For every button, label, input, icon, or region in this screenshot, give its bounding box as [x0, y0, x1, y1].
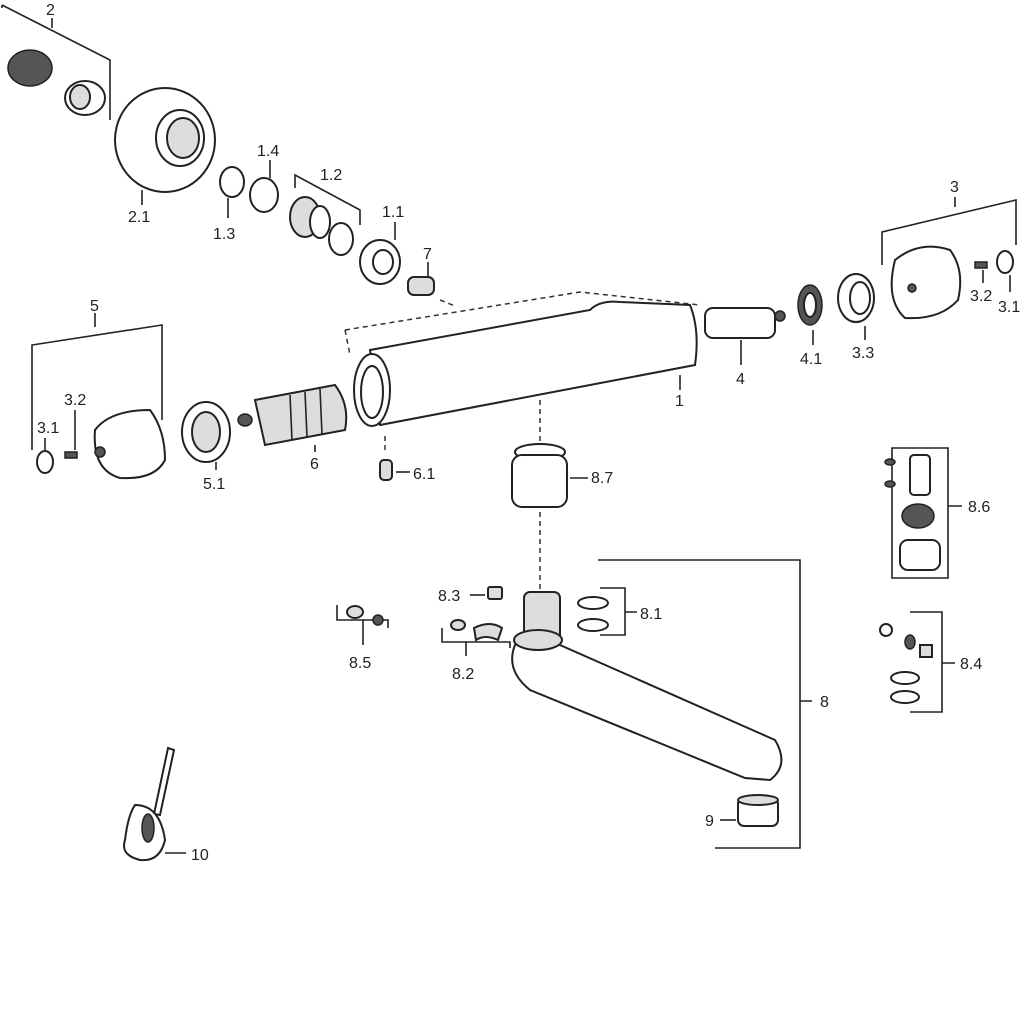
label-1-4: 1.4 [257, 143, 279, 160]
label-1-3: 1.3 [213, 226, 235, 243]
part-5-1-nut [181, 401, 231, 470]
label-10: 10 [191, 847, 209, 864]
label-7: 7 [423, 246, 432, 263]
part-3-1-right-cap [996, 250, 1014, 292]
label-3-2-right: 3.2 [970, 288, 992, 305]
label-3: 3 [950, 179, 959, 196]
label-3-1-left: 3.1 [37, 420, 59, 437]
part-8-3-clip [470, 586, 503, 600]
part-2-handle-insert [7, 49, 106, 116]
part-6-1-screw [379, 459, 410, 481]
part-6-thermo-cartridge [237, 383, 348, 452]
part-8-7-adapter [511, 443, 588, 508]
part-1-3-ring [219, 166, 245, 218]
label-1-1: 1.1 [382, 204, 404, 221]
label-1: 1 [675, 393, 684, 410]
label-5: 5 [90, 298, 99, 315]
part-2-1-rosette [114, 87, 216, 205]
label-4: 4 [736, 371, 745, 388]
label-3-1-right: 3.1 [998, 299, 1020, 316]
part-3-1-left-cap [36, 438, 54, 474]
label-8-2: 8.2 [452, 666, 474, 683]
bracket-2 [1, 4, 111, 120]
part-8-6-valve-set [884, 454, 941, 571]
part-8-4-seal-set [879, 611, 955, 713]
label-6: 6 [310, 456, 319, 473]
part-7-plug [407, 262, 435, 296]
label-3-2-left: 3.2 [64, 392, 86, 409]
part-1-body [353, 300, 698, 427]
part-1-4-disc [249, 160, 279, 213]
label-9: 9 [705, 813, 714, 830]
part-8-5-screw-set [336, 605, 389, 645]
label-5-1: 5.1 [203, 476, 225, 493]
label-2: 2 [46, 2, 55, 19]
label-3-3: 3.3 [852, 345, 874, 362]
bracket-3 [881, 197, 1017, 265]
label-8-5: 8.5 [349, 655, 371, 672]
mounting-outline [344, 291, 701, 356]
part-8-spout [511, 591, 783, 782]
bracket-1-2 [294, 173, 361, 225]
label-8-4: 8.4 [960, 656, 982, 673]
part-3-2-right-screw [974, 261, 988, 283]
label-6-1: 6.1 [413, 466, 435, 483]
label-8-3: 8.3 [438, 588, 460, 605]
part-3-3-nut [837, 273, 875, 340]
label-8-1: 8.1 [640, 606, 662, 623]
part-1-1-nut [359, 222, 401, 285]
bracket-8-6 [891, 447, 962, 579]
part-4-cartridge [704, 307, 786, 365]
label-4-1: 4.1 [800, 351, 822, 368]
label-1-2: 1.2 [320, 167, 342, 184]
label-2-1: 2.1 [128, 209, 150, 226]
part-3-2-left-screw [64, 410, 78, 459]
part-1-2-seal-set [289, 196, 354, 256]
part-3-handle-right [890, 245, 962, 320]
part-5-handle-left [93, 408, 167, 480]
label-8: 8 [820, 694, 829, 711]
bracket-8 [598, 559, 812, 849]
axis-lines [384, 400, 541, 590]
part-4-1-ring [797, 284, 823, 345]
label-8-7: 8.7 [591, 470, 613, 487]
part-8-1-washers [577, 587, 637, 636]
label-8-6: 8.6 [968, 499, 990, 516]
part-9-aerator [720, 794, 779, 827]
part-10-key-tool [123, 746, 186, 862]
bracket-5 [31, 313, 163, 450]
part-8-2-clamp-set [441, 619, 511, 656]
